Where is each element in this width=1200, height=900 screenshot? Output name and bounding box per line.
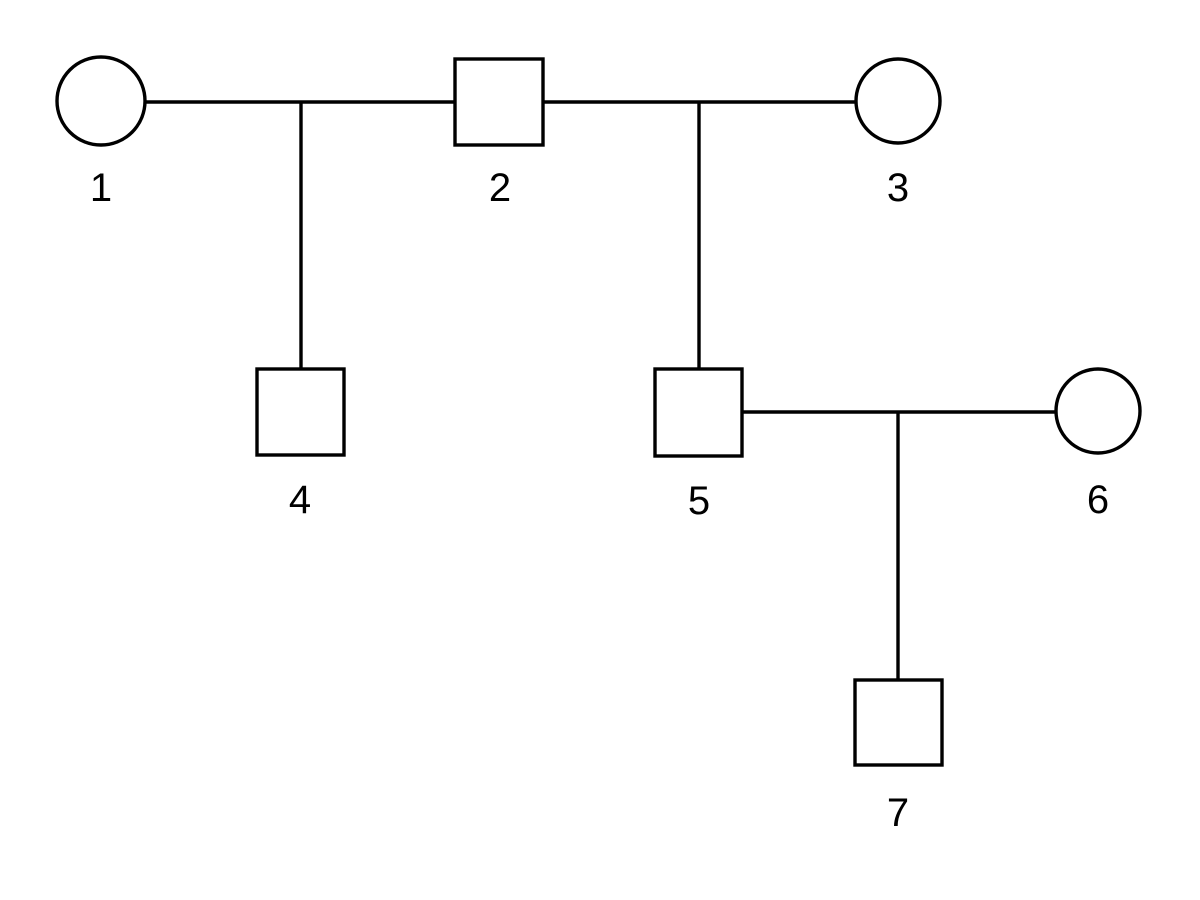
individual-symbol-1[interactable] — [55, 55, 147, 147]
individual-label-2: 2 — [488, 166, 512, 210]
individual-symbol-2[interactable] — [453, 57, 545, 147]
individual-symbol-3[interactable] — [854, 57, 942, 145]
individual-symbol-7[interactable] — [853, 678, 944, 767]
individual-symbol-6[interactable] — [1054, 367, 1142, 455]
individual-label-5: 5 — [687, 479, 711, 523]
individual-label-6: 6 — [1086, 478, 1110, 522]
individual-label-7: 7 — [886, 791, 910, 835]
individual-symbols — [55, 55, 1142, 767]
individual-symbol-5[interactable] — [653, 367, 744, 458]
individual-label-3: 3 — [886, 166, 910, 210]
individual-label-4: 4 — [288, 478, 312, 522]
individual-label-1: 1 — [89, 166, 113, 210]
individual-symbol-4[interactable] — [255, 367, 346, 457]
relationship-lines — [145, 100, 1056, 680]
